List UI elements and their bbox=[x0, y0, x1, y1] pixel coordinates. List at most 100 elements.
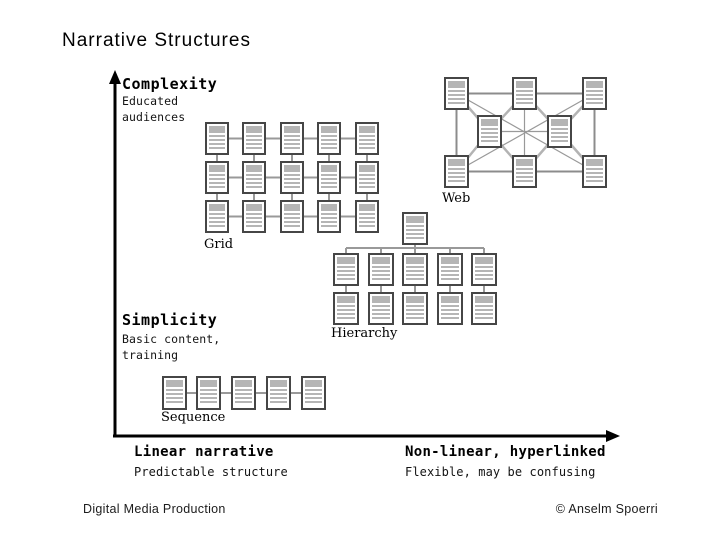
document-icon-textline bbox=[246, 174, 262, 176]
document-icon-textline bbox=[209, 221, 225, 223]
document-icon bbox=[471, 253, 497, 286]
document-icon-textline bbox=[284, 178, 300, 180]
document-icon-textline bbox=[359, 143, 375, 145]
document-icon-textline bbox=[481, 140, 498, 142]
document-icon-textline bbox=[359, 178, 375, 180]
document-icon-header bbox=[321, 126, 337, 133]
nonlinear-sublabel: Flexible, may be confusing bbox=[405, 465, 596, 479]
document-icon-header bbox=[284, 165, 300, 172]
document-icon-textline bbox=[321, 225, 337, 227]
document-icon-textline bbox=[337, 305, 355, 307]
document-icon-textline bbox=[305, 389, 322, 391]
document-icon bbox=[317, 200, 341, 233]
document-icon-textline bbox=[209, 178, 225, 180]
document-icon-textline bbox=[246, 186, 262, 188]
document-icon-header bbox=[321, 204, 337, 211]
document-icon-textline bbox=[406, 266, 424, 268]
document-icon bbox=[368, 253, 394, 286]
document-icon-textline bbox=[235, 397, 252, 399]
document-icon-textline bbox=[200, 389, 217, 391]
document-icon bbox=[582, 155, 607, 188]
document-icon-textline bbox=[448, 168, 465, 170]
document-icon-header bbox=[246, 204, 262, 211]
document-icon-textline bbox=[359, 225, 375, 227]
document-icon bbox=[280, 161, 304, 194]
document-icon-textline bbox=[305, 393, 322, 395]
document-icon-textline bbox=[270, 389, 287, 391]
document-icon-textline bbox=[448, 90, 465, 92]
document-icon-textline bbox=[372, 313, 390, 315]
document-icon bbox=[402, 253, 428, 286]
document-icon bbox=[205, 161, 229, 194]
document-icon-header bbox=[209, 165, 225, 172]
document-icon-textline bbox=[475, 313, 493, 315]
document-icon-textline bbox=[372, 274, 390, 276]
document-icon-header bbox=[475, 296, 493, 303]
document-icon-textline bbox=[337, 270, 355, 272]
document-icon-header bbox=[305, 380, 322, 387]
document-icon-header bbox=[516, 81, 533, 88]
document-icon-textline bbox=[246, 221, 262, 223]
document-icon-textline bbox=[406, 278, 424, 280]
document-icon-textline bbox=[209, 213, 225, 215]
document-icon bbox=[280, 122, 304, 155]
document-icon bbox=[317, 122, 341, 155]
document-icon-header bbox=[246, 126, 262, 133]
document-icon-textline bbox=[516, 180, 533, 182]
document-icon-header bbox=[359, 126, 375, 133]
document-icon-textline bbox=[359, 186, 375, 188]
document-icon-textline bbox=[166, 397, 183, 399]
document-icon-textline bbox=[166, 401, 183, 403]
document-icon-textline bbox=[441, 266, 459, 268]
document-icon-textline bbox=[586, 94, 603, 96]
document-icon bbox=[301, 376, 326, 410]
document-icon-textline bbox=[284, 143, 300, 145]
document-icon-textline bbox=[359, 174, 375, 176]
document-icon bbox=[280, 200, 304, 233]
document-icon bbox=[162, 376, 187, 410]
document-icon-textline bbox=[209, 143, 225, 145]
document-icon-textline bbox=[586, 98, 603, 100]
document-icon-textline bbox=[321, 186, 337, 188]
document-icon bbox=[437, 253, 463, 286]
document-icon-textline bbox=[475, 309, 493, 311]
document-icon-textline bbox=[321, 174, 337, 176]
document-icon-textline bbox=[321, 135, 337, 137]
document-icon-textline bbox=[235, 389, 252, 391]
complexity-sublabel-line1: Educated bbox=[122, 94, 179, 108]
document-icon-textline bbox=[551, 132, 568, 134]
document-icon bbox=[355, 200, 379, 233]
document-icon-textline bbox=[406, 225, 424, 227]
document-icon-textline bbox=[200, 401, 217, 403]
document-icon bbox=[368, 292, 394, 325]
document-icon-textline bbox=[551, 128, 568, 130]
document-icon-textline bbox=[337, 317, 355, 319]
document-icon-textline bbox=[359, 217, 375, 219]
document-icon-textline bbox=[586, 180, 603, 182]
document-icon-textline bbox=[284, 186, 300, 188]
document-icon-textline bbox=[337, 309, 355, 311]
document-icon bbox=[582, 77, 607, 110]
document-icon-textline bbox=[406, 270, 424, 272]
document-icon-textline bbox=[321, 217, 337, 219]
document-icon-header bbox=[481, 119, 498, 126]
document-icon-textline bbox=[475, 266, 493, 268]
document-icon-textline bbox=[372, 266, 390, 268]
document-icon-textline bbox=[481, 128, 498, 130]
document-icon-textline bbox=[209, 225, 225, 227]
simplicity-label: Simplicity bbox=[122, 311, 218, 329]
simplicity-sublabel-line1: Basic content, bbox=[122, 332, 221, 346]
document-icon-textline bbox=[284, 174, 300, 176]
document-icon-header bbox=[337, 296, 355, 303]
document-icon-textline bbox=[209, 182, 225, 184]
document-icon-textline bbox=[359, 182, 375, 184]
document-icon-textline bbox=[551, 136, 568, 138]
document-icon-textline bbox=[321, 213, 337, 215]
document-icon-textline bbox=[284, 139, 300, 141]
document-icon-header bbox=[166, 380, 183, 387]
document-icon-textline bbox=[359, 139, 375, 141]
document-icon bbox=[333, 253, 359, 286]
complexity-label: Complexity bbox=[122, 75, 218, 93]
